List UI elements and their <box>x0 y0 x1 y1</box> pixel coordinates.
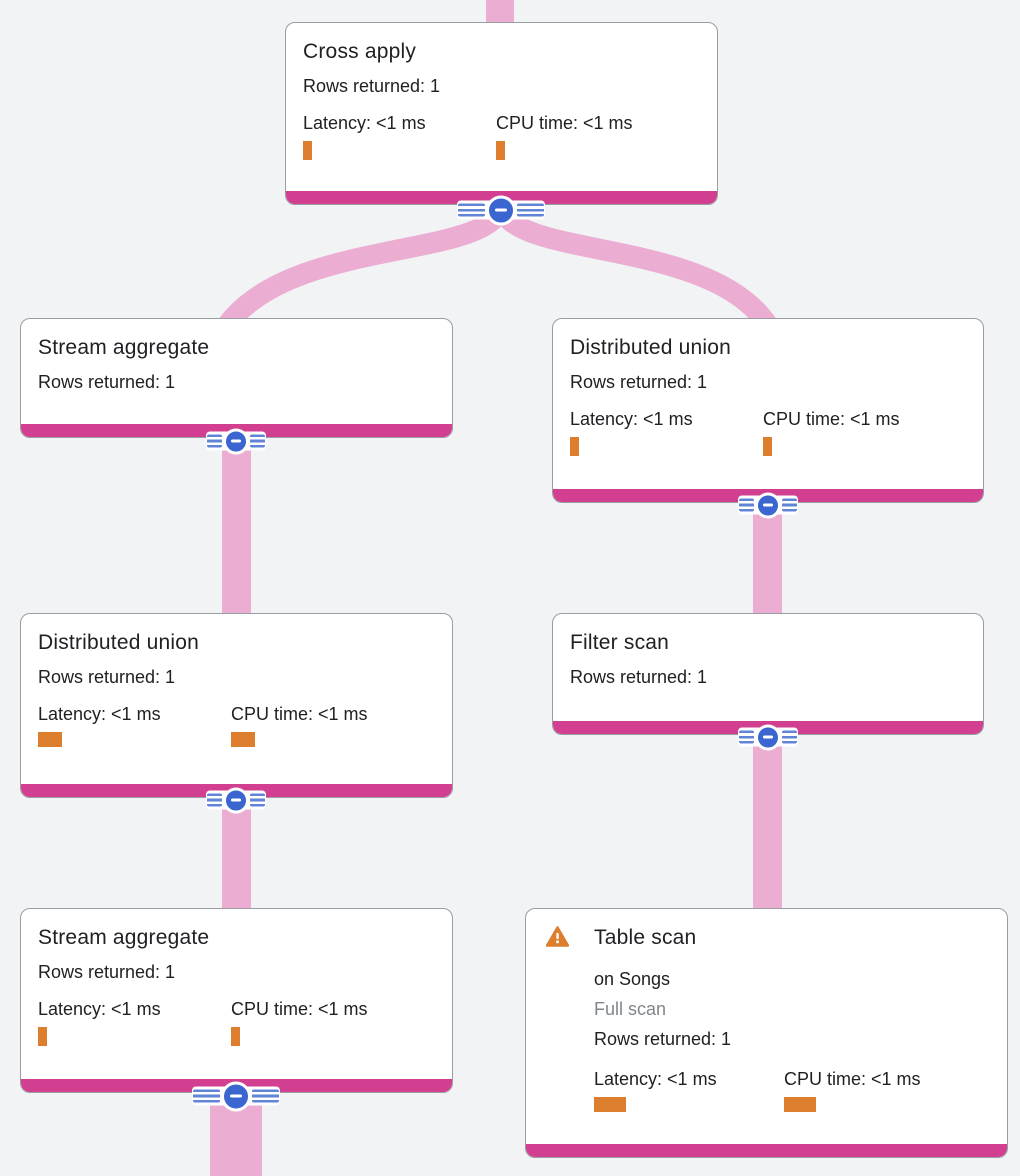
rows-returned: Rows returned: 1 <box>594 1029 732 1049</box>
node-title: Filter scan <box>570 631 670 654</box>
collapse-button-distributed-union-left[interactable] <box>206 787 266 813</box>
cpu-time-bar <box>231 732 255 747</box>
edge-distributed-union-to-stream-aggregate <box>222 794 251 913</box>
plan-node-filter-scan[interactable]: Filter scan Rows returned: 1 <box>552 613 984 735</box>
cpu-time-label: CPU time: <1 ms <box>231 999 368 1019</box>
cpu-time-label: CPU time: <1 ms <box>784 1069 921 1089</box>
latency-bar <box>38 732 62 747</box>
node-accent-bar <box>526 1144 1007 1157</box>
cpu-time-bar <box>763 437 772 456</box>
cpu-time-label: CPU time: <1 ms <box>496 113 633 133</box>
stripes-left-icon <box>207 434 222 448</box>
plan-node-distributed-union-left[interactable]: Distributed union Rows returned: 1 Laten… <box>20 613 453 798</box>
latency-label: Latency: <1 ms <box>570 409 693 429</box>
rows-returned: Rows returned: 1 <box>570 667 708 687</box>
plan-node-table-scan[interactable]: Table scan on Songs Full scan Rows retur… <box>525 908 1008 1158</box>
collapse-button-stream-aggregate-top[interactable] <box>206 428 266 454</box>
latency-label: Latency: <1 ms <box>303 113 426 133</box>
cpu-time-bar <box>231 1027 240 1046</box>
stripes-right-icon <box>250 434 265 448</box>
warning-icon <box>546 926 569 947</box>
minus-icon <box>223 428 249 454</box>
rows-returned: Rows returned: 1 <box>38 372 176 392</box>
node-title: Distributed union <box>38 631 199 654</box>
collapse-button-cross-apply[interactable] <box>457 195 545 225</box>
cpu-time-label: CPU time: <1 ms <box>763 409 900 429</box>
latency-bar <box>594 1097 626 1112</box>
stripes-left-icon <box>739 730 754 744</box>
scan-type: Full scan <box>594 999 667 1019</box>
edge-filter-scan-to-table-scan <box>753 732 782 913</box>
stripes-left-icon <box>207 793 222 807</box>
latency-bar <box>303 141 312 160</box>
node-title: Stream aggregate <box>38 926 210 949</box>
cpu-time-bar <box>784 1097 816 1112</box>
plan-node-distributed-union-right[interactable]: Distributed union Rows returned: 1 Laten… <box>552 318 984 503</box>
stripes-right-icon <box>250 793 265 807</box>
plan-node-stream-aggregate-bottom[interactable]: Stream aggregate Rows returned: 1 Latenc… <box>20 908 453 1093</box>
node-title: Cross apply <box>303 40 417 63</box>
minus-icon <box>223 787 249 813</box>
rows-returned: Rows returned: 1 <box>570 372 708 392</box>
latency-label: Latency: <1 ms <box>38 999 161 1019</box>
node-title: Stream aggregate <box>38 336 210 359</box>
plan-node-stream-aggregate-top[interactable]: Stream aggregate Rows returned: 1 <box>20 318 453 438</box>
edge-cross-apply-to-stream-aggregate <box>219 201 512 331</box>
stripes-right-icon <box>782 498 797 512</box>
minus-icon <box>221 1081 251 1111</box>
latency-bar <box>38 1027 47 1046</box>
node-title: Distributed union <box>570 336 731 359</box>
collapse-button-stream-aggregate-bottom[interactable] <box>192 1081 280 1111</box>
rows-returned: Rows returned: 1 <box>303 76 441 96</box>
stripes-left-icon <box>193 1089 220 1103</box>
collapse-button-filter-scan[interactable] <box>738 724 798 750</box>
minus-icon <box>755 724 781 750</box>
node-title: Table scan <box>594 926 697 949</box>
scan-target: on Songs <box>594 969 671 989</box>
edge-cross-apply-to-distributed-union <box>490 201 776 331</box>
stripes-left-icon <box>739 498 754 512</box>
edge-stream-aggregate-to-distributed-union <box>222 436 251 618</box>
minus-icon <box>755 492 781 518</box>
collapse-button-distributed-union-right[interactable] <box>738 492 798 518</box>
edge-root-to-cross-apply <box>486 0 514 26</box>
stripes-right-icon <box>782 730 797 744</box>
latency-label: Latency: <1 ms <box>38 704 161 724</box>
latency-bar <box>570 437 579 456</box>
stripes-right-icon <box>517 203 544 217</box>
plan-node-cross-apply[interactable]: Cross apply Rows returned: 1 Latency: <1… <box>285 22 718 205</box>
latency-label: Latency: <1 ms <box>594 1069 717 1089</box>
edge-distributed-union-to-filter-scan <box>753 500 782 618</box>
minus-icon <box>486 195 516 225</box>
stripes-left-icon <box>458 203 485 217</box>
rows-returned: Rows returned: 1 <box>38 667 176 687</box>
stripes-right-icon <box>252 1089 279 1103</box>
cpu-time-bar <box>496 141 505 160</box>
cpu-time-label: CPU time: <1 ms <box>231 704 368 724</box>
rows-returned: Rows returned: 1 <box>38 962 176 982</box>
